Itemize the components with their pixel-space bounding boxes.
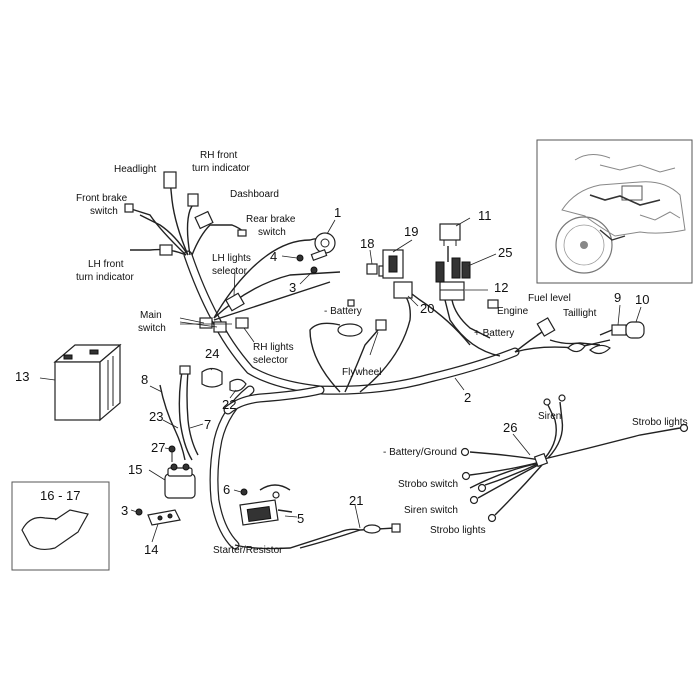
regulator-12 [439,281,465,301]
screw-27 [168,445,176,462]
headlight-connector [163,171,177,189]
label-strobo-switch: Strobo switch [398,479,458,490]
starter-relay [164,463,196,499]
ref-21: 21 [349,493,363,508]
battery-cables [159,365,247,461]
main-switch-connector-1 [199,317,213,329]
rh-front-turn-connector [187,193,199,207]
label-rear-brake-1: Rear brake [246,214,296,225]
label-engine: Engine [497,306,529,317]
label-strobo-lights-bottom: Strobo lights [430,525,486,536]
label-lh-front-2: turn indicator [76,272,134,283]
siren-harness [460,394,689,523]
ref-7: 7 [204,417,211,432]
ref-14: 14 [144,542,158,557]
taillight-connector [536,317,611,355]
label-rear-brake-2: switch [258,227,286,238]
ref-26: 26 [503,420,517,435]
label-strobo-lights-top: Strobo lights [632,417,688,428]
rear-brake-connector [237,229,247,237]
label-plus-battery: + Battery [474,328,514,339]
front-branch-wires [127,179,246,256]
ref-4: 4 [270,249,277,264]
ref-6: 6 [223,482,230,497]
horn [310,232,336,261]
front-brake-switch-part [124,203,134,213]
label-main-switch-1: Main [140,310,162,321]
bolt-4 [296,254,304,262]
screw-6 [240,488,248,496]
label-battery-ground: - Battery/Ground [383,447,457,458]
connector-9-10 [599,321,645,339]
rh-lights-selector-connector [235,317,249,329]
labels: Headlight RH front turn indicator Dashbo… [40,150,688,556]
motorcycle-inset [536,139,693,284]
ref-15: 15 [128,462,142,477]
label-minus-battery: - Battery [324,306,362,317]
label-lh-front-1: LH front [88,259,124,270]
ref-11: 11 [478,208,492,223]
label-front-brake-1: Front brake [76,193,128,204]
bracket-14 [147,509,181,526]
relay-20 [393,281,413,299]
label-inset-range: 16 - 17 [40,488,80,503]
engine-connector [487,299,499,309]
ref-19: 19 [404,224,418,239]
label-fuel-level: Fuel level [528,293,571,304]
lh-lights-selector-connector [225,292,245,312]
label-rh-front-1: RH front [200,150,237,161]
label-rh-front-2: turn indicator [192,163,250,174]
ref-3-upper: 3 [289,280,296,295]
label-headlight: Headlight [114,164,156,175]
bolt-3-upper [310,266,318,274]
ref-5: 5 [297,511,304,526]
label-flywheel: Flywheel [342,367,381,378]
ref-22: 22 [222,397,236,412]
label-dashboard: Dashboard [230,189,279,200]
ref-23: 23 [149,409,163,424]
ref-24: 24 [205,346,219,361]
inset-16-17 [11,481,110,571]
relay-11 [439,223,461,246]
ref-18: 18 [360,236,374,251]
ref-10: 10 [635,292,649,307]
ref-9: 9 [614,290,621,305]
ref-2: 2 [464,390,471,405]
battery [53,343,122,422]
label-taillight: Taillight [563,308,597,319]
label-siren: Siren [538,411,561,422]
ref-12: 12 [494,280,508,295]
control-unit-5 [239,491,293,526]
label-lh-lights-2: selector [212,266,248,277]
relay-19 [382,249,404,279]
label-starter-resistor: Starter/Resistor [213,545,283,556]
ref-3-lower: 3 [121,503,128,518]
cable-21 [299,523,401,549]
dashboard-connector [194,210,214,230]
ref-20: 20 [420,301,434,316]
ref-25: 25 [498,245,512,260]
ref-1: 1 [334,205,341,220]
ref-27: 27 [151,440,165,455]
label-siren-switch: Siren switch [404,505,458,516]
label-rh-lights-1: RH lights [253,342,294,353]
label-main-switch-2: switch [138,323,166,334]
ref-8: 8 [141,372,148,387]
reference-numbers: 1 2 3 3 4 5 6 7 8 9 10 11 12 13 14 15 18… [15,205,649,557]
label-front-brake-2: switch [90,206,118,217]
battery-lead-connector [337,299,387,337]
ref-13: 13 [15,369,29,384]
leader-lines [39,217,642,543]
connector-25 [435,257,471,283]
label-rh-lights-2: selector [253,355,289,366]
main-switch-connector-2 [213,321,227,333]
lh-front-turn-connector [159,244,173,256]
label-lh-lights-1: LH lights [212,253,251,264]
